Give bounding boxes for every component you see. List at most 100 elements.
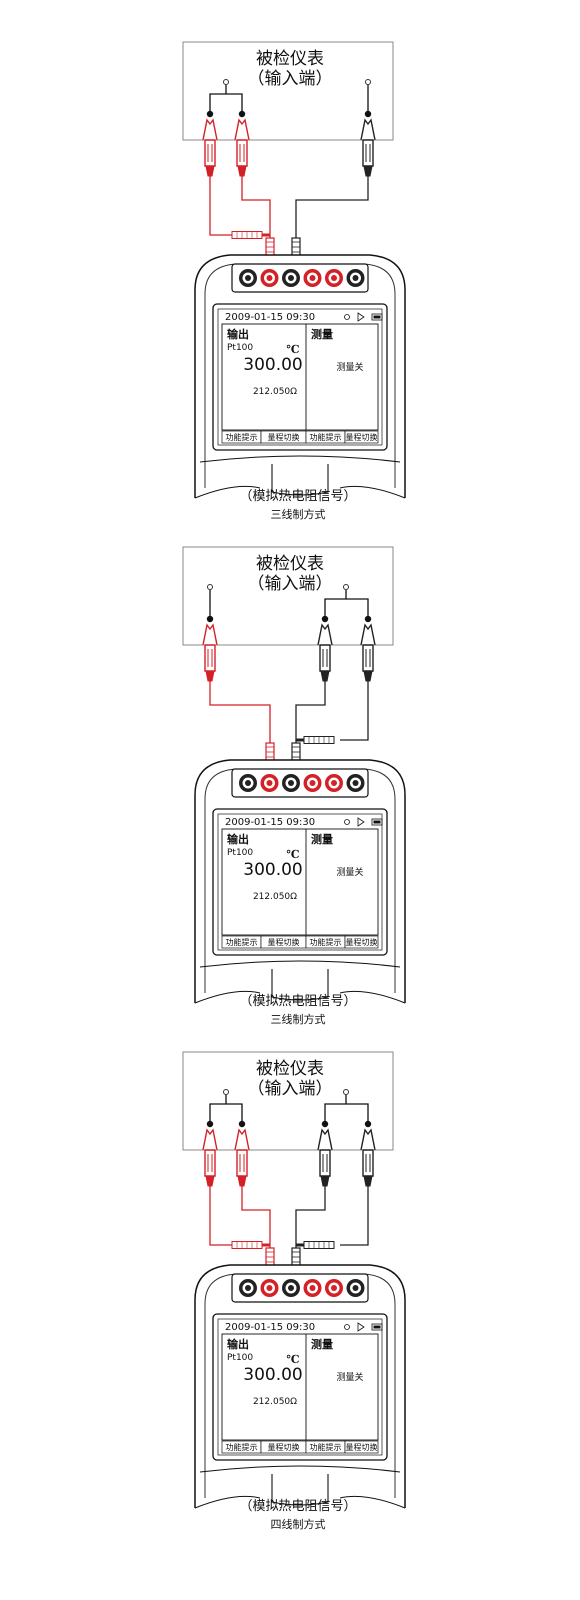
backlight-icon [344, 819, 350, 825]
red-alligator-clip [202, 1120, 218, 1187]
terminal-jack-hole [331, 275, 337, 281]
screen-content-frame [221, 828, 379, 936]
measure-status: 测量关 [336, 1371, 363, 1383]
clip-jaw [234, 118, 250, 141]
black-alligator-clip [317, 615, 333, 682]
diagram-2: 被检仪表（输入端）2009-01-15 09:30输出Pt100℃300.002… [182, 546, 406, 1026]
red-side-plug [231, 1241, 270, 1249]
red-alligator-clip [234, 1120, 250, 1187]
battery-level [373, 315, 381, 319]
housing-seam [199, 960, 401, 968]
softkey-label: 功能提示 [310, 1442, 342, 1452]
black-side-plug [296, 736, 335, 744]
terminal-jack-hole [309, 275, 316, 281]
red-side-plug [231, 231, 270, 239]
housing-foot [339, 990, 406, 1004]
caption-wiring-mode: 四线制方式 [271, 1517, 326, 1531]
clip-contact-dot [364, 1120, 372, 1128]
stand-hinge [271, 464, 329, 496]
instrument-box [182, 546, 394, 646]
measure-status: 测量关 [336, 866, 363, 878]
caption-wiring-mode: 三线制方式 [271, 1012, 326, 1026]
clip-boot [237, 165, 247, 177]
output-header: 输出 [227, 832, 249, 846]
black-lead [295, 176, 369, 238]
clip-jaw [360, 623, 376, 646]
clip-body [362, 644, 374, 672]
clip-contact-dot [321, 1120, 329, 1128]
clip-contact-dot [206, 1120, 214, 1128]
battery-icon [371, 818, 383, 826]
output-header: 输出 [227, 1337, 249, 1351]
black-lead [340, 681, 369, 741]
terminal-jack-hole [331, 1285, 337, 1291]
clip-body [236, 1149, 248, 1177]
terminal-jack-hole [288, 780, 294, 786]
clip-contact-dot [364, 110, 372, 118]
clip-contact-dot [321, 615, 329, 623]
battery-icon [371, 313, 383, 321]
softkey-label: 量程切换 [346, 432, 378, 442]
terminal-jack-hole [309, 780, 316, 786]
red-lead [209, 1186, 232, 1246]
black-alligator-clip [360, 1120, 376, 1187]
clip-jaw [202, 118, 218, 141]
caption-signal: （模拟热电阻信号） [239, 489, 356, 504]
clip-boot [205, 165, 215, 177]
unit-label: ℃ [286, 848, 299, 861]
terminal-bridge [324, 598, 369, 619]
softkey-label: 量程切换 [346, 937, 378, 947]
clip-contact-dot [206, 615, 214, 623]
input-terminal [223, 79, 229, 85]
backlight-icon [344, 1324, 350, 1330]
sensor-type: Pt100 [227, 848, 253, 858]
terminal-jack-hole [288, 1285, 294, 1291]
terminal-jack-hole [245, 780, 251, 786]
stand-hinge [271, 969, 329, 1001]
speaker-icon [357, 1322, 365, 1332]
input-terminal [343, 584, 349, 590]
terminal-jack-hole [266, 1285, 273, 1291]
clip-body [362, 139, 374, 167]
instrument-title: 被检仪表 [256, 49, 324, 69]
clip-jaw [317, 623, 333, 646]
terminal-bridge [209, 93, 243, 114]
black-side-plug [296, 1241, 335, 1249]
clip-boot [320, 670, 330, 682]
instrument-title: 被检仪表 [256, 554, 324, 574]
measure-header: 测量 [311, 832, 333, 846]
terminal-bridge [209, 1103, 243, 1124]
measure-header: 测量 [311, 1337, 333, 1351]
speaker-icon [357, 312, 365, 322]
clip-boot [363, 1175, 373, 1187]
screen-datetime: 2009-01-15 09:30 [225, 1322, 315, 1333]
clip-boot [320, 1175, 330, 1187]
resistance-value: 212.050Ω [253, 1397, 297, 1407]
terminal-jack-hole [352, 780, 359, 786]
output-value: 300.00 [243, 1365, 302, 1385]
battery-level [373, 820, 381, 824]
softkey-label: 量程切换 [346, 1442, 378, 1452]
red-lead [241, 1186, 271, 1248]
clip-jaw [202, 623, 218, 646]
clip-body [204, 139, 216, 167]
side-plug-pin [262, 233, 270, 237]
clip-jaw [317, 1128, 333, 1151]
resistance-value: 212.050Ω [253, 387, 297, 397]
clip-body [362, 1149, 374, 1177]
measure-status: 测量关 [336, 361, 363, 373]
softkey-label: 量程切换 [268, 1442, 300, 1452]
terminal-bridge [324, 1103, 369, 1124]
side-plug-pin [296, 1243, 304, 1247]
unit-label: ℃ [286, 1353, 299, 1366]
red-alligator-clip [202, 615, 218, 682]
screen-content-frame [221, 1333, 379, 1441]
housing-foot [194, 485, 261, 499]
housing-foot [194, 990, 261, 1004]
softkey-label: 功能提示 [310, 432, 342, 442]
softkey-label: 功能提示 [226, 1442, 258, 1452]
speaker-icon [357, 817, 365, 827]
screen-datetime: 2009-01-15 09:30 [225, 817, 315, 828]
sensor-type: Pt100 [227, 1353, 253, 1363]
